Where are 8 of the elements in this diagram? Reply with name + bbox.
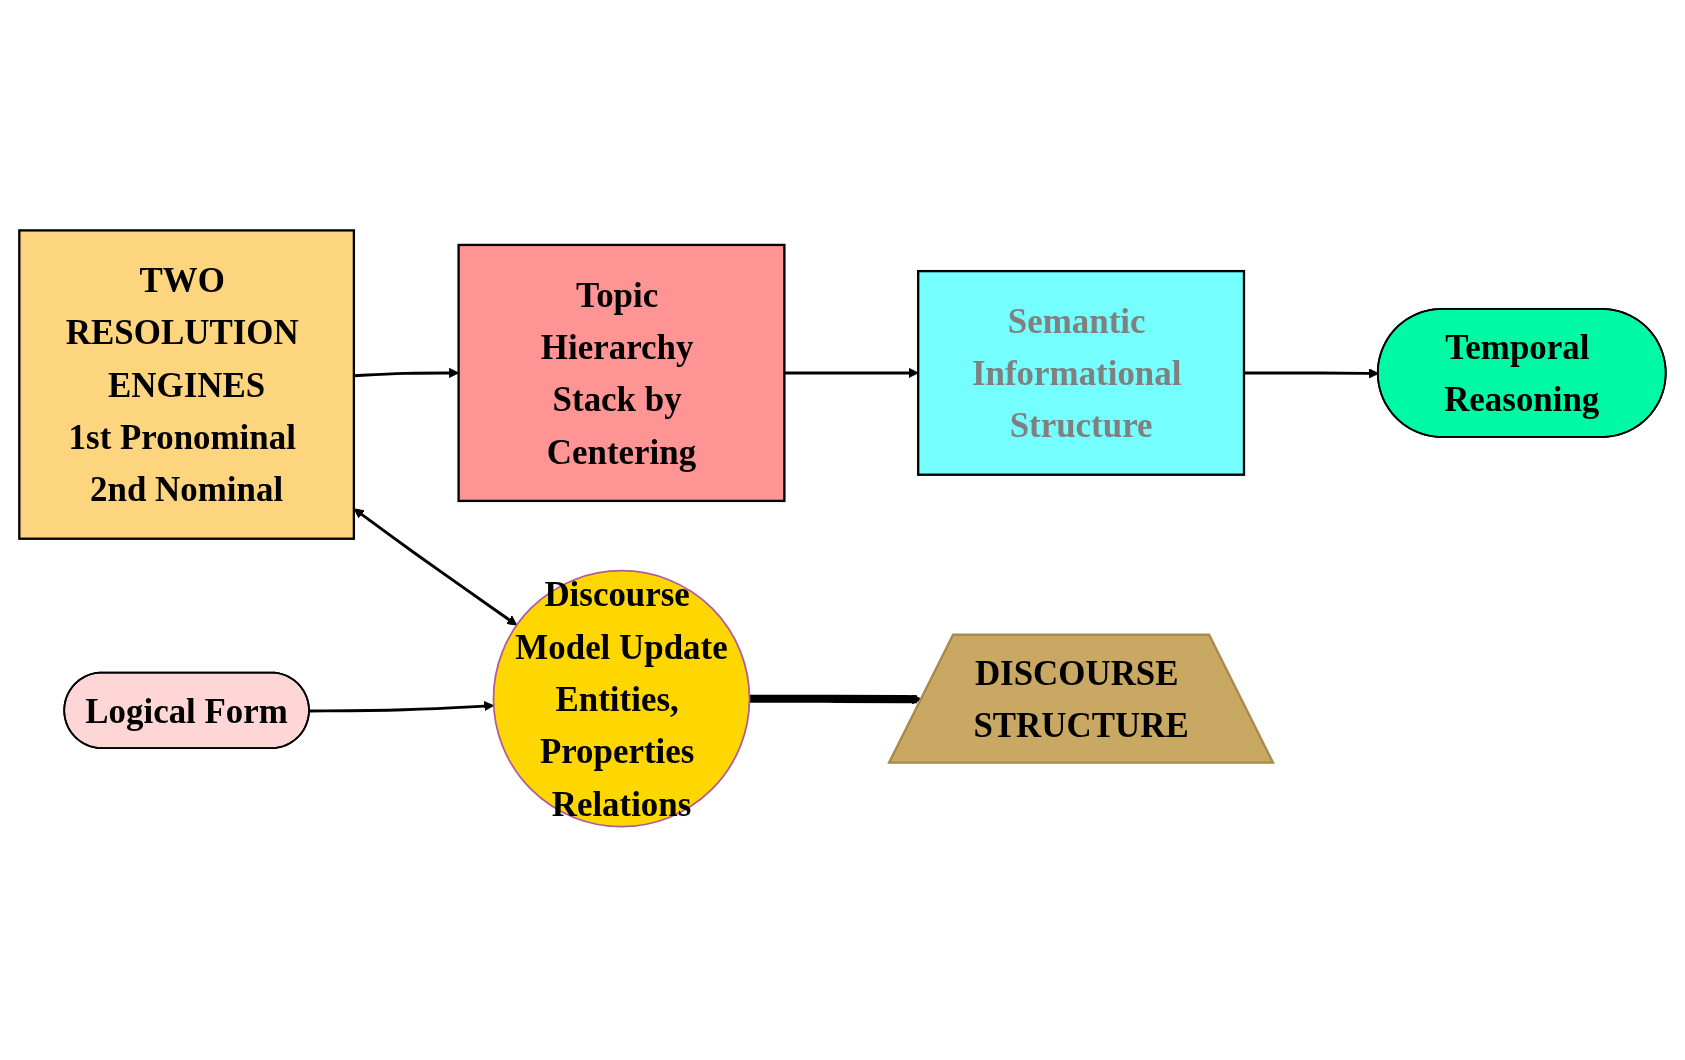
arrow bbox=[309, 701, 495, 713]
arrow bbox=[784, 367, 919, 379]
arrow bbox=[353, 508, 518, 626]
node-box: Semantic Informational Structure bbox=[917, 269, 1246, 476]
arrow bbox=[1244, 368, 1379, 379]
node-circle: Discourse Model Update Entities, Properties Relations bbox=[492, 569, 751, 828]
node-box: TWO RESOLUTION ENGINES 1st Pronominal 2nd Nominal bbox=[18, 229, 356, 540]
node-box: Topic Hierarchy Stack by Centering bbox=[457, 243, 786, 503]
